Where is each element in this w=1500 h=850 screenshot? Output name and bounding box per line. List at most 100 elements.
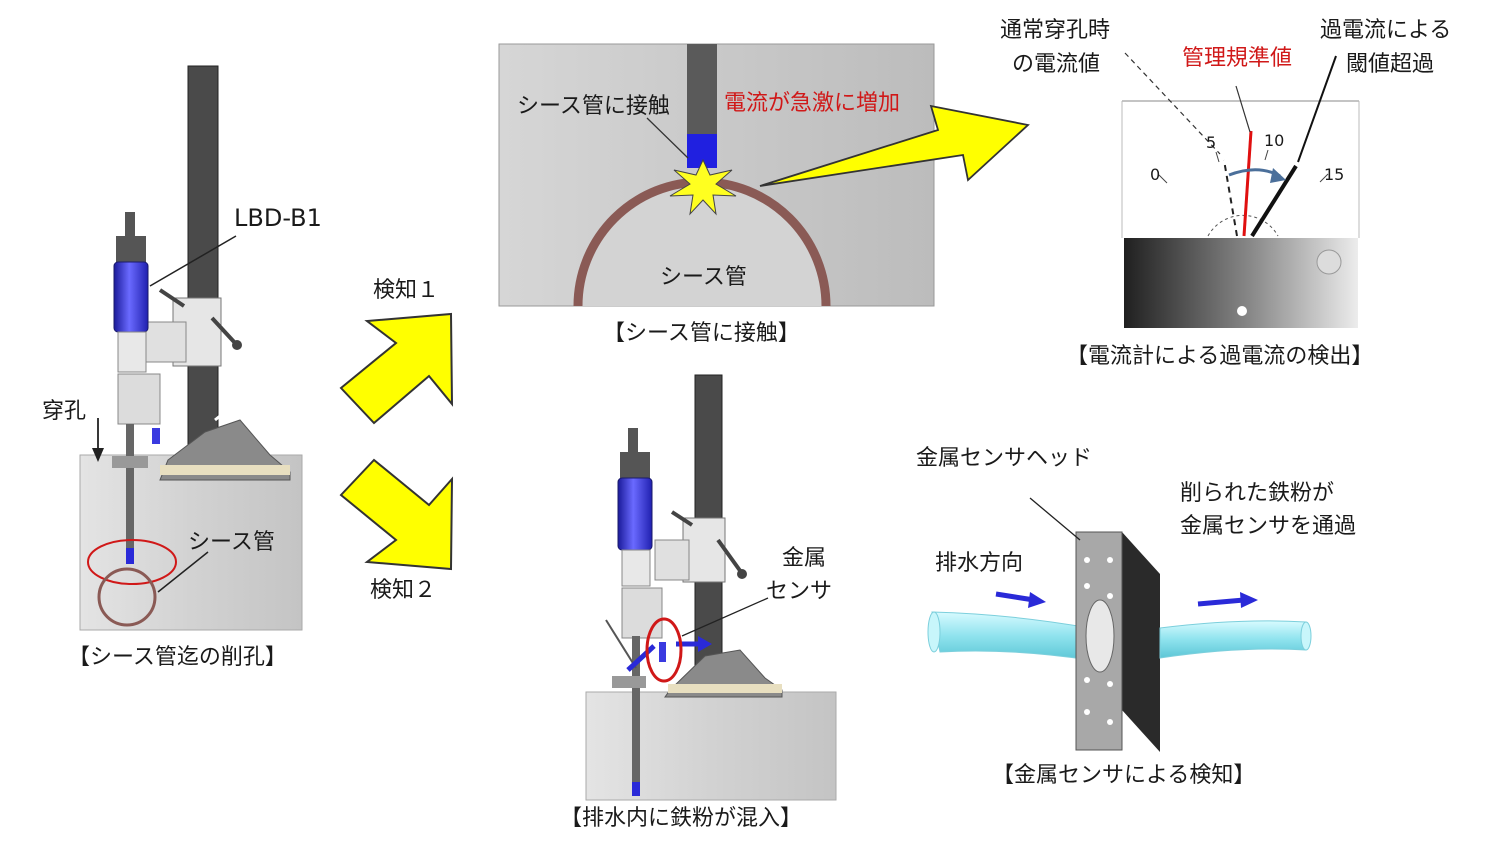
meter-screw	[1316, 249, 1342, 275]
contact-drill-bit	[687, 44, 717, 136]
sensor-head-side	[1122, 532, 1160, 752]
drain-flow-in	[626, 644, 656, 672]
model-label: LBD-B1	[234, 204, 322, 232]
tick-0	[1158, 174, 1168, 184]
handle-lower	[210, 316, 238, 346]
handle-upper	[158, 288, 186, 308]
sensor-mini	[152, 428, 160, 444]
threshold-needle	[1242, 130, 1253, 237]
drain-handle-lower	[716, 538, 743, 574]
gearbox	[117, 373, 161, 425]
tick-5	[1215, 151, 1220, 163]
drain-carriage-arm	[654, 539, 690, 581]
drain-clamp	[612, 676, 646, 688]
ammeter-illustration	[1121, 52, 1360, 328]
drainage-illustration	[585, 374, 837, 801]
drain-base-pad	[668, 684, 782, 693]
sensor-label-line1: 金属	[782, 546, 827, 571]
drain-pipe-outlet	[1159, 620, 1307, 659]
sheath-cross-section	[578, 182, 826, 306]
drilling-label: 穿孔	[42, 399, 87, 424]
drain-motor-cap	[628, 428, 638, 454]
rig-highlight	[214, 406, 231, 422]
overcurrent-needle	[1250, 164, 1298, 238]
concrete-block	[79, 454, 303, 631]
overcurrent-leader	[1297, 55, 1337, 163]
drain-bit-tip	[632, 782, 640, 796]
pipe-outlet-mouth	[1300, 621, 1312, 651]
sensor-head-leader	[1029, 497, 1081, 541]
sensor-bolt-4	[1107, 593, 1113, 599]
drill-stand-column	[187, 65, 219, 459]
motor-cap	[125, 212, 135, 240]
clamp	[112, 456, 148, 468]
drainage-caption: 【排水内に鉄粉が混入】	[560, 806, 803, 831]
drain-bit-shaft	[632, 636, 640, 796]
sheath-highlight-ring	[87, 539, 177, 585]
scale-label-0: 0	[1150, 165, 1161, 184]
normal-current-line2: の電流値	[1012, 52, 1101, 77]
sensor-caption: 【金属センサによる検知】	[992, 763, 1256, 788]
handle-knob	[232, 340, 242, 350]
deflection-arrow-head	[1270, 168, 1286, 183]
drain-handle-upper	[670, 510, 694, 527]
normal-current-needle	[1223, 159, 1238, 237]
overcurrent-line1: 過電流による	[1320, 18, 1452, 43]
drill-rig-illustration	[79, 65, 303, 631]
drain-motor-body	[617, 477, 653, 551]
base-pad	[160, 465, 290, 475]
sensor-ring	[1085, 599, 1115, 673]
metal-sensor-illustration	[927, 497, 1312, 752]
drain-direction-arrow-head	[1028, 592, 1046, 608]
overcurrent-line2: 閾値超過	[1346, 52, 1435, 77]
chuck	[117, 331, 147, 373]
drill-bit-shaft	[126, 424, 134, 564]
drain-chuck	[621, 549, 651, 587]
sensor-bolt-8	[1107, 719, 1113, 725]
normal-current-line1: 通常穿孔時	[1000, 18, 1111, 43]
scale-label-15: 15	[1324, 165, 1345, 184]
drill-caption: 【シース管迄の削孔】	[68, 645, 287, 670]
spike-to-meter-arrow	[759, 104, 1030, 187]
sensor-head-label: 金属センサヘッド	[916, 446, 1093, 471]
scale-label-10: 10	[1264, 131, 1285, 150]
meter-caption: 【電流計による過電流の検出】	[1066, 344, 1374, 369]
filings-line1: 削られた鉄粉が	[1180, 481, 1335, 506]
contact-illustration	[498, 43, 1030, 307]
pipe-mouth	[927, 611, 941, 653]
drain-handle-knob	[737, 569, 747, 579]
sensor-bolt-7	[1084, 709, 1090, 715]
sheath-leader	[157, 551, 209, 593]
model-leader	[149, 235, 237, 287]
threshold-label: 管理規準値	[1182, 46, 1293, 71]
contact-caption: 【シース管に接触】	[603, 321, 800, 346]
tick-15	[1319, 173, 1329, 183]
current-spike-label: 電流が急激に増加	[724, 91, 901, 116]
drain-carriage	[682, 517, 726, 583]
drain-gearbox	[621, 587, 663, 639]
sensor-highlight-ring	[645, 617, 683, 683]
filings-arrow-shaft	[1197, 597, 1245, 607]
motor-top	[116, 236, 146, 264]
contact-label: シース管に接触	[517, 94, 670, 119]
contact-leader	[646, 117, 689, 159]
filings-line2: 金属センサを通過	[1180, 514, 1357, 539]
sensor-bolt-1	[1084, 557, 1090, 563]
spark-icon	[669, 158, 737, 216]
filings-arrow-head	[1240, 592, 1258, 608]
scale-label-5: 5	[1206, 133, 1217, 152]
drill-sheath-label: シース管	[188, 530, 275, 555]
drilling-arrow-head	[92, 448, 104, 462]
drain-direction-label: 排水方向	[935, 551, 1024, 576]
sensor-bolt-3	[1084, 583, 1090, 589]
carriage-arm	[145, 321, 187, 363]
tick-10	[1264, 149, 1269, 161]
sensor-label-line2: センサ	[766, 579, 833, 604]
contact-sheath-label: シース管	[660, 265, 747, 290]
sensor-bolt-6	[1107, 681, 1113, 687]
drain-concrete-block	[585, 691, 837, 801]
meter-pin	[1237, 306, 1247, 316]
threshold-leader	[1235, 85, 1251, 133]
